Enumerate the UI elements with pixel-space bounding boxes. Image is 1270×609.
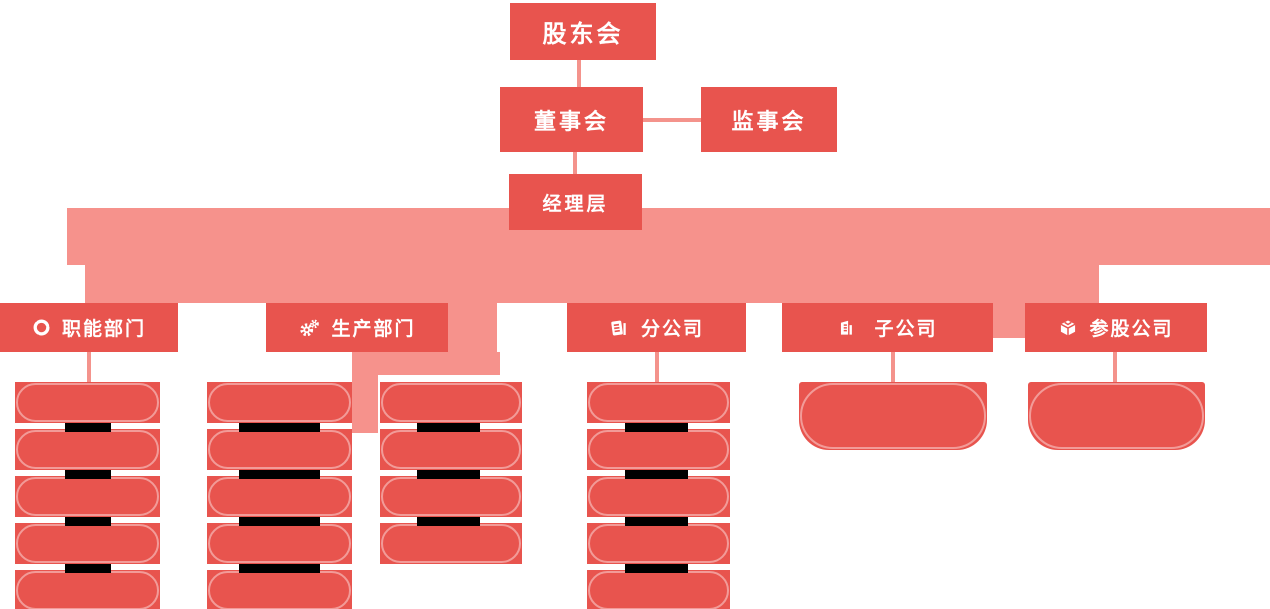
- node-shareholders-label: 股东会: [542, 21, 624, 48]
- dept-production-label: 生产部门: [331, 319, 416, 340]
- dept-functional-label: 职能部门: [61, 319, 146, 340]
- pill-divider: [239, 517, 320, 526]
- pill-divider: [625, 423, 688, 432]
- office-building-icon: [837, 317, 856, 338]
- pill-divider: [239, 564, 320, 573]
- org-pill: [587, 570, 730, 609]
- dept-production: 生产部门: [266, 303, 448, 352]
- cogs-icon: [298, 317, 320, 339]
- node-management: 经理层: [509, 174, 642, 230]
- pill-divider: [625, 470, 688, 479]
- org-pill: [15, 523, 160, 564]
- org-pill: [380, 429, 522, 470]
- org-pill: [15, 429, 160, 470]
- connector-branch-drop: [655, 352, 659, 383]
- pill-divider: [417, 423, 480, 432]
- pill-divider: [65, 423, 111, 432]
- dept-functional: 职能部门: [0, 303, 178, 352]
- connector-board-management: [573, 152, 577, 174]
- dept-subsidiary: 子公司: [782, 303, 993, 352]
- org-pill: [15, 570, 160, 609]
- org-pill: [207, 570, 352, 609]
- org-pill: [15, 382, 160, 423]
- building-icon: [609, 316, 630, 339]
- org-pill: [380, 523, 522, 564]
- dept-branch-label: 分公司: [640, 319, 704, 340]
- recycle-icon: [32, 318, 51, 337]
- connector-blob-subsidiary-gap: [993, 303, 1025, 338]
- node-management-label: 经理层: [542, 193, 609, 215]
- node-board: 董事会: [500, 87, 643, 152]
- dept-joint-label: 参股公司: [1089, 319, 1174, 340]
- org-pill: [207, 523, 352, 564]
- org-pill: [207, 476, 352, 517]
- connector-board-supervisory: [643, 118, 701, 122]
- org-pill: [587, 429, 730, 470]
- dept-joint: 参股公司: [1025, 303, 1207, 352]
- pill-divider: [65, 517, 111, 526]
- connector-joint-drop: [1113, 352, 1117, 383]
- org-pill: [15, 476, 160, 517]
- org-pill-large: [1028, 382, 1205, 450]
- pill-divider: [625, 564, 688, 573]
- connector-blob-production-tail: [352, 375, 378, 433]
- cube-icon: [1058, 318, 1078, 338]
- org-pill: [380, 382, 522, 423]
- dept-subsidiary-label: 子公司: [874, 319, 938, 340]
- org-pill-large: [799, 382, 987, 450]
- connector-functional-drop: [87, 352, 91, 383]
- pill-divider: [417, 517, 480, 526]
- node-shareholders: 股东会: [510, 3, 656, 60]
- pill-divider: [65, 470, 111, 479]
- org-pill: [380, 476, 522, 517]
- pill-divider: [239, 470, 320, 479]
- connector-band-upper: [67, 208, 1270, 265]
- node-supervisory-label: 监事会: [731, 108, 807, 134]
- pill-divider: [65, 564, 111, 573]
- pill-divider: [239, 423, 320, 432]
- org-pill: [587, 382, 730, 423]
- node-board-label: 董事会: [533, 108, 609, 134]
- connector-subsidiary-drop: [891, 352, 895, 383]
- org-pill: [587, 523, 730, 564]
- pill-divider: [417, 470, 480, 479]
- node-supervisory: 监事会: [701, 87, 837, 152]
- org-pill: [207, 429, 352, 470]
- org-pill: [587, 476, 730, 517]
- pill-divider: [625, 517, 688, 526]
- connector-shareholders-board: [577, 60, 581, 87]
- org-pill: [207, 382, 352, 423]
- connector-band-lower: [85, 265, 1099, 303]
- dept-branch: 分公司: [567, 303, 746, 352]
- connector-blob-production-strip: [352, 352, 500, 375]
